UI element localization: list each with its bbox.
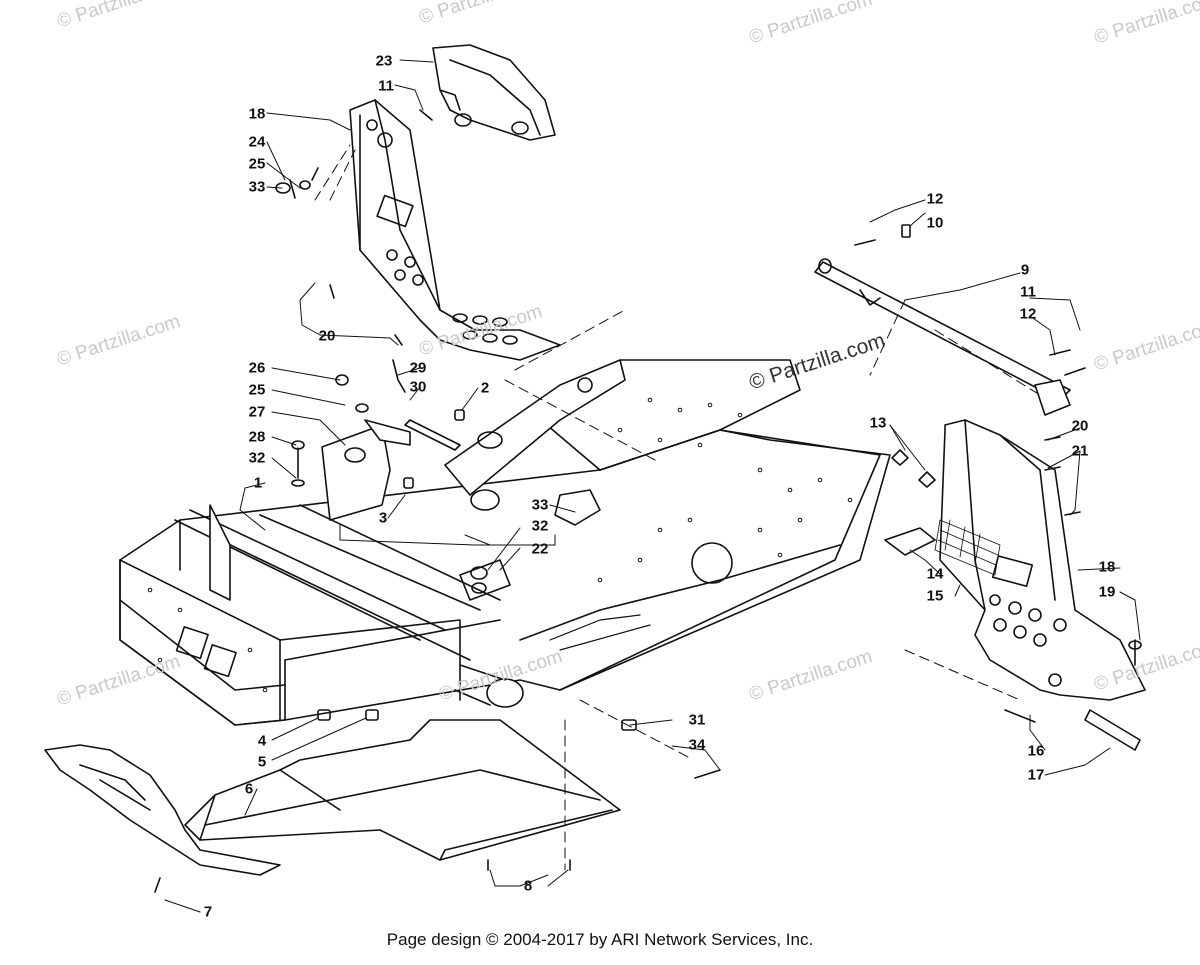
part-label: 27 xyxy=(248,403,266,421)
part-label: 19 xyxy=(1098,583,1116,601)
part-label: 1 xyxy=(253,474,263,492)
part-label: 14 xyxy=(926,565,944,583)
part-label: 32 xyxy=(248,449,266,467)
part-label: 21 xyxy=(1071,442,1089,460)
part-label: 28 xyxy=(248,428,266,446)
part-label: 32 xyxy=(531,517,549,535)
part-label: 24 xyxy=(248,133,266,151)
part-label: 13 xyxy=(869,414,887,432)
part-label: 33 xyxy=(531,496,549,514)
part-label: 11 xyxy=(378,77,394,95)
part-label: 3 xyxy=(378,509,388,527)
part-label: 12 xyxy=(1019,305,1037,323)
part-label: 2 xyxy=(480,379,490,397)
part-label: 20 xyxy=(318,327,336,345)
part-label: 16 xyxy=(1027,742,1045,760)
part-label: 12 xyxy=(926,190,944,208)
skid-plate xyxy=(184,719,621,861)
part-label: 6 xyxy=(244,780,254,798)
part-label: 15 xyxy=(926,587,944,605)
rear-bulkhead-plate xyxy=(884,419,1146,701)
part-label: 25 xyxy=(248,155,266,173)
part-label: 20 xyxy=(1071,417,1089,435)
part-label: 7 xyxy=(203,903,213,921)
part-label: 34 xyxy=(688,736,706,754)
part-label: 31 xyxy=(688,711,706,729)
front-bumper xyxy=(44,744,281,876)
part-label: 10 xyxy=(926,214,944,232)
center-lines xyxy=(314,144,1041,871)
chassis-frame xyxy=(119,359,891,726)
copyright-footer: Page design © 2004-2017 by ARI Network S… xyxy=(386,930,814,949)
part-label: 11 xyxy=(1020,283,1036,301)
leader-lines xyxy=(164,59,1141,913)
part-label: 25 xyxy=(248,381,266,399)
part-label: 23 xyxy=(375,52,393,70)
cross-shaft xyxy=(814,258,1071,416)
part-label: 29 xyxy=(409,359,427,377)
part-label: 26 xyxy=(248,359,266,377)
bezel-part xyxy=(432,44,556,141)
part-label: 8 xyxy=(523,877,533,895)
part-label: 22 xyxy=(531,540,549,558)
part-label: 18 xyxy=(248,105,266,123)
part-label: 9 xyxy=(1020,261,1030,279)
part-label: 5 xyxy=(257,753,267,771)
part-label: 33 xyxy=(248,178,266,196)
part-label: 4 xyxy=(257,732,267,750)
part-label: 18 xyxy=(1098,558,1116,576)
part-label: 30 xyxy=(409,378,427,396)
part-label: 17 xyxy=(1027,766,1045,784)
hardware-parts xyxy=(154,109,1142,893)
